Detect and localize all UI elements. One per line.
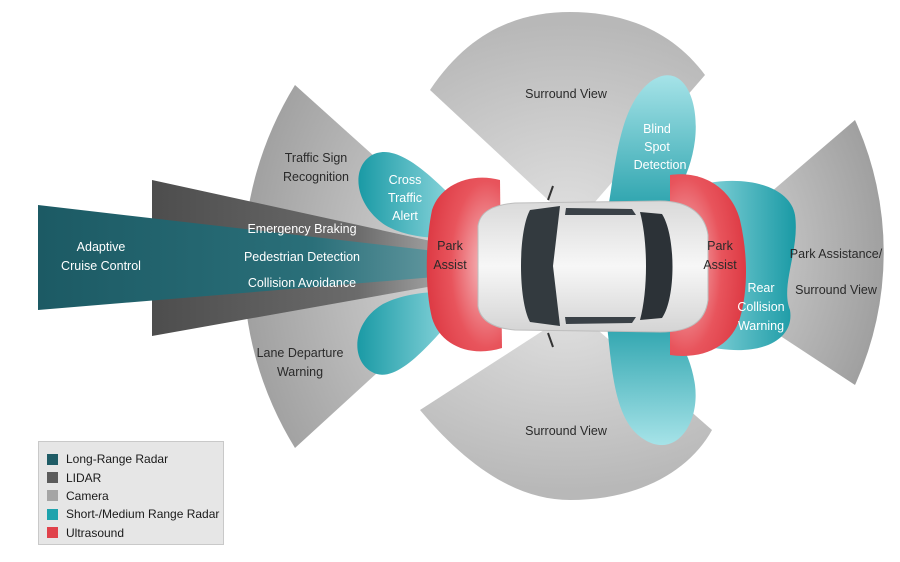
park-assist-rear-label: Park Assist xyxy=(703,239,737,272)
legend-label: Long-Range Radar xyxy=(66,452,169,467)
svg-text:Warning: Warning xyxy=(277,365,323,379)
legend-label: Ultrasound xyxy=(66,525,125,540)
legend-label: Short-/Medium Range Radar xyxy=(66,507,220,522)
long-range-radar-zone xyxy=(38,205,495,310)
park-assistance-surround-view-label: Park Assistance/ Surround View xyxy=(790,247,883,297)
legend: Long-Range Radar LIDAR Camera Short-/Med… xyxy=(38,441,224,545)
svg-text:Park Assistance/: Park Assistance/ xyxy=(790,247,883,261)
adaptive-cruise-control-label: Adaptive Cruise Control xyxy=(61,240,141,273)
svg-text:Park: Park xyxy=(707,239,733,253)
legend-item-long-range-radar: Long-Range Radar xyxy=(47,450,217,468)
car-top-view xyxy=(477,185,709,348)
svg-text:Lane Departure: Lane Departure xyxy=(257,346,344,360)
svg-text:Adaptive: Adaptive xyxy=(77,240,126,254)
legend-item-lidar: LIDAR xyxy=(47,468,217,486)
legend-swatch xyxy=(47,472,58,484)
svg-text:Cruise Control: Cruise Control xyxy=(61,259,141,273)
collision-avoidance-label: Collision Avoidance xyxy=(248,276,356,290)
svg-text:Collision: Collision xyxy=(737,300,784,314)
legend-item-camera: Camera xyxy=(47,487,217,505)
svg-text:Blind: Blind xyxy=(643,122,671,136)
surround-view-bottom-label: Surround View xyxy=(525,424,608,438)
lane-departure-warning-label: Lane Departure Warning xyxy=(257,346,344,379)
legend-label: LIDAR xyxy=(66,470,102,485)
surround-view-top-zone xyxy=(430,12,705,225)
svg-text:Detection: Detection xyxy=(634,158,687,172)
legend-swatch xyxy=(47,490,58,502)
svg-text:Traffic: Traffic xyxy=(388,191,422,205)
park-assist-front-label: Park Assist xyxy=(433,239,467,272)
legend-swatch xyxy=(47,527,58,539)
svg-text:Traffic Sign: Traffic Sign xyxy=(285,151,348,165)
cross-traffic-alert-label: Cross Traffic Alert xyxy=(388,173,422,223)
svg-text:Assist: Assist xyxy=(433,258,467,272)
rear-collision-warning-label: Rear Collision Warning xyxy=(737,281,784,333)
svg-text:Recognition: Recognition xyxy=(283,170,349,184)
surround-view-bottom-zone xyxy=(420,310,712,500)
legend-item-ultrasound: Ultrasound xyxy=(47,524,217,542)
surround-view-top-label: Surround View xyxy=(525,87,608,101)
legend-label: Camera xyxy=(66,488,109,503)
svg-text:Warning: Warning xyxy=(738,319,784,333)
svg-text:Surround View: Surround View xyxy=(795,283,878,297)
legend-item-short-medium-radar: Short-/Medium Range Radar xyxy=(47,505,220,523)
svg-text:Park: Park xyxy=(437,239,463,253)
legend-swatch xyxy=(47,453,58,465)
svg-text:Assist: Assist xyxy=(703,258,737,272)
svg-text:Rear: Rear xyxy=(747,281,774,295)
blind-spot-detection-label: Blind Spot Detection xyxy=(634,122,687,172)
svg-text:Spot: Spot xyxy=(644,140,670,154)
pedestrian-detection-label: Pedestrian Detection xyxy=(244,250,360,264)
legend-swatch xyxy=(47,508,58,520)
svg-text:Alert: Alert xyxy=(392,209,418,223)
svg-text:Cross: Cross xyxy=(389,173,422,187)
traffic-sign-recognition-label: Traffic Sign Recognition xyxy=(283,151,349,184)
emergency-braking-label: Emergency Braking xyxy=(247,222,356,236)
